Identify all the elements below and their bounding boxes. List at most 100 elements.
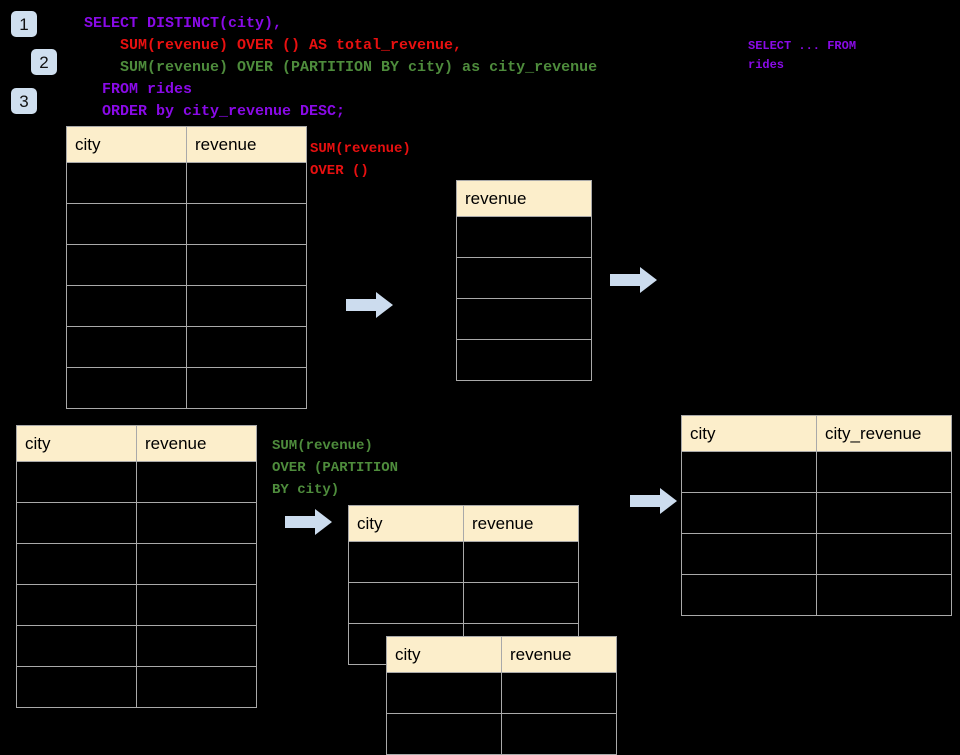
sql-line-total-revenue: SUM(revenue) OVER () AS total_revenue, [84, 37, 463, 54]
column-header-revenue: revenue [463, 505, 579, 542]
table-rides-source-top: city revenue [66, 126, 307, 409]
cell-revenue [136, 625, 257, 667]
cell-revenue [186, 367, 307, 409]
table-row [456, 257, 592, 299]
cell-city-revenue [816, 533, 952, 575]
cell-revenue [136, 584, 257, 626]
column-header-city: city [386, 636, 502, 673]
table-row [16, 543, 257, 585]
cell-city [681, 451, 817, 493]
table-row [348, 582, 579, 624]
cell-revenue [136, 543, 257, 585]
table-row [66, 326, 307, 368]
column-header-revenue: revenue [501, 636, 617, 673]
step-badge-1: 1 [11, 11, 37, 37]
step-badge-3: 3 [11, 88, 37, 114]
table-header-row: city revenue [16, 425, 257, 462]
cell-city [16, 543, 137, 585]
column-header-city-revenue: city_revenue [816, 415, 952, 452]
sql-side-snippet: SELECT ... FROM rides [748, 37, 856, 75]
table-row [456, 216, 592, 258]
annotation-sum-over-partition: SUM(revenue) OVER (PARTITION BY city) [272, 438, 399, 498]
cell-revenue [501, 672, 617, 714]
cell-revenue [186, 203, 307, 245]
table-row [16, 584, 257, 626]
cell-revenue [136, 502, 257, 544]
cell-city [16, 584, 137, 626]
cell-revenue [456, 257, 592, 299]
table-total-revenue: revenue [456, 180, 592, 381]
cell-revenue [136, 666, 257, 708]
cell-revenue [456, 298, 592, 340]
cell-city [681, 574, 817, 616]
cell-revenue [456, 216, 592, 258]
sql-line-order-by: ORDER by city_revenue DESC; [84, 103, 346, 120]
table-partition-group-front: city revenue [386, 636, 617, 755]
annotation-sum-over-empty: SUM(revenue) OVER () [310, 141, 411, 179]
step-badge-2: 2 [31, 49, 57, 75]
cell-city [16, 461, 137, 503]
cell-revenue [186, 244, 307, 286]
diagram-canvas: 1 2 3 SELECT DISTINCT(city), SUM(revenue… [11, 11, 952, 755]
cell-city-revenue [816, 492, 952, 534]
sql-line-city-revenue: SUM(revenue) OVER (PARTITION BY city) as… [84, 59, 598, 76]
cell-city [16, 625, 137, 667]
cell-city [66, 203, 187, 245]
table-header-row: revenue [456, 180, 592, 217]
table-rides-source-bottom: city revenue [16, 425, 257, 708]
cell-revenue [463, 582, 579, 624]
column-header-city: city [16, 425, 137, 462]
sql-side-line-1: SELECT ... FROM [748, 39, 857, 53]
sql-side-line-2: rides [748, 58, 785, 72]
cell-city [348, 582, 464, 624]
cell-city [681, 533, 817, 575]
flow-arrow-right-icon [610, 264, 658, 296]
cell-city-revenue [816, 451, 952, 493]
flow-arrow-right-icon [630, 485, 678, 517]
column-header-revenue: revenue [136, 425, 257, 462]
cell-city [16, 666, 137, 708]
table-row [456, 298, 592, 340]
table-row [66, 244, 307, 286]
cell-city-revenue [816, 574, 952, 616]
table-row [66, 285, 307, 327]
sql-line-select: SELECT DISTINCT(city), [84, 15, 283, 32]
table-final-result: city city_revenue [681, 415, 952, 616]
cell-city [386, 672, 502, 714]
column-header-city: city [66, 126, 187, 163]
table-row [66, 203, 307, 245]
table-row [16, 666, 257, 708]
cell-revenue [186, 326, 307, 368]
flow-arrow-right-icon [346, 289, 394, 321]
flow-arrow-right-icon [285, 506, 333, 538]
cell-city [66, 244, 187, 286]
column-header-revenue: revenue [186, 126, 307, 163]
sql-line-from: FROM rides [84, 81, 193, 98]
table-row [16, 461, 257, 503]
column-header-city: city [681, 415, 817, 452]
cell-revenue [136, 461, 257, 503]
cell-city [66, 367, 187, 409]
column-header-city: city [348, 505, 464, 542]
cell-city [66, 162, 187, 204]
table-row [681, 451, 952, 493]
table-row [386, 672, 617, 714]
cell-city [16, 502, 137, 544]
cell-revenue [456, 339, 592, 381]
cell-city [681, 492, 817, 534]
cell-revenue [186, 285, 307, 327]
table-row [681, 574, 952, 616]
table-row [681, 533, 952, 575]
table-header-row: city revenue [386, 636, 617, 673]
cell-city [348, 541, 464, 583]
table-header-row: city revenue [66, 126, 307, 163]
table-row [66, 162, 307, 204]
cell-revenue [463, 541, 579, 583]
table-row [681, 492, 952, 534]
table-row [456, 339, 592, 381]
cell-city [66, 326, 187, 368]
table-row [16, 625, 257, 667]
table-header-row: city revenue [348, 505, 579, 542]
table-row [16, 502, 257, 544]
table-header-row: city city_revenue [681, 415, 952, 452]
